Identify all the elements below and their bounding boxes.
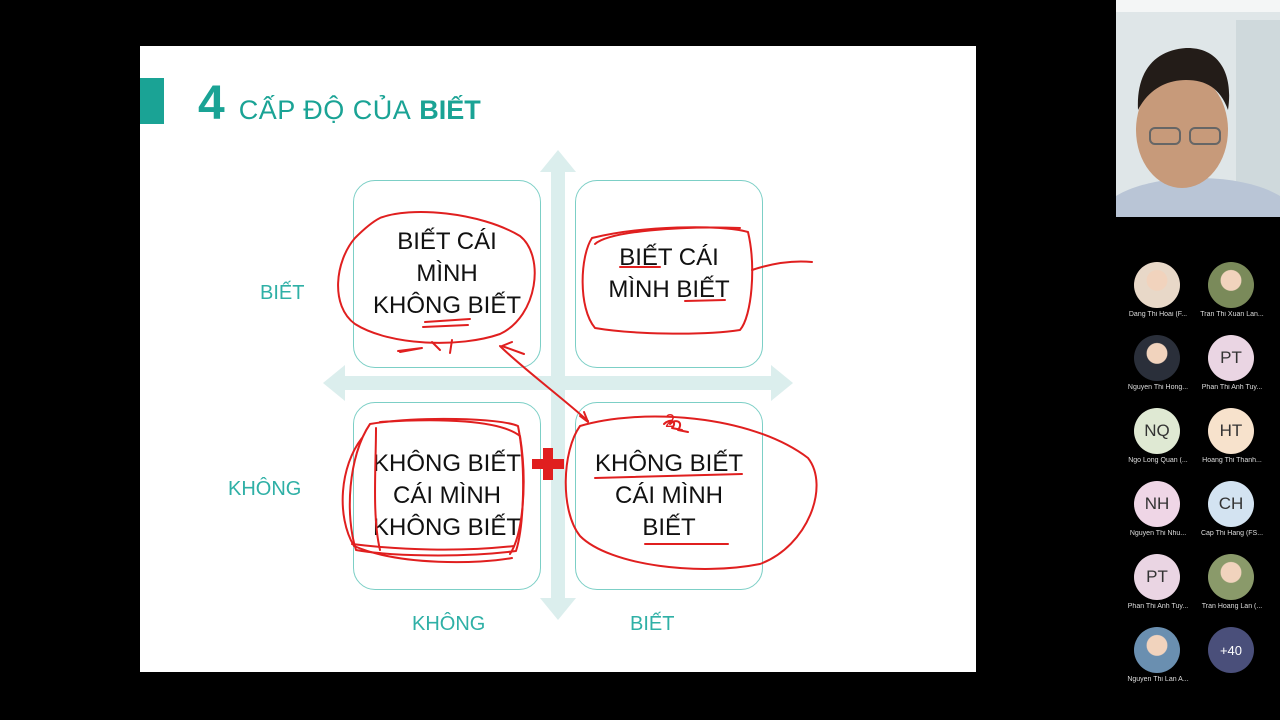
participant-name: Phan Thi Anh Tuy... [1201,384,1263,391]
participant-photo [1134,262,1180,308]
axis-arrows [323,150,793,620]
participant-tile[interactable]: Dang Thi Hoai (F... [1120,256,1196,326]
quad-line: KHÔNG BIẾT [372,514,522,541]
quadrant-bottom-left: KHÔNG BIẾT CÁI MÌNH KHÔNG BIẾT [353,402,541,590]
title-text: CẤP ĐỘ CỦA [238,95,412,125]
pen-annotations [337,211,818,570]
quadrant-top-left-text: BIẾT CÁI MÌNH KHÔNG BIẾT [373,226,521,322]
participant-avatar: NH [1134,481,1180,527]
participant-tile[interactable]: Nguyen Thi Hong... [1120,329,1196,399]
participant-avatar: PT [1208,335,1254,381]
participant-name: Nguyen Thi Nhu... [1129,530,1187,537]
participant-name: Hoang Thi Thanh... [1202,457,1262,464]
participant-name: Dang Thi Hoai (F... [1128,311,1188,318]
axis-label-left-bottom: KHÔNG [228,478,302,500]
title-bold-word: BIẾT [419,95,481,125]
participant-tile[interactable]: CH Cap Thi Hang (FS... [1194,475,1270,545]
presenter-person-icon [1116,0,1280,217]
participant-avatar: +40 [1208,627,1254,673]
participant-name: Nguyen Thi Hong... [1127,384,1189,391]
quad-line: BIẾT [642,514,696,541]
participant-name: Ngo Long Quan (... [1128,457,1188,464]
participant-photo [1208,262,1254,308]
participant-name: Nguyen Thi Lan A... [1127,676,1189,683]
participant-tile[interactable]: Tran Hoang Lan (... [1194,548,1270,618]
quad-line: KHÔNG BIẾT [372,292,522,319]
participant-tile[interactable]: PT Phan Thi Anh Tuy... [1120,548,1196,618]
presentation-slide: 4 CẤP ĐỘ CỦA BIẾT BIẾT KHÔNG KHÔNG BIẾT … [140,46,976,672]
participant-tile[interactable]: HT Hoang Thi Thanh... [1194,402,1270,472]
participant-name: Tran Thi Xuan Lan... [1200,311,1264,318]
axis-label-bottom-right: BIẾT [630,613,675,635]
participant-photo [1208,554,1254,600]
participant-name: Tran Hoang Lan (... [1201,603,1263,610]
participant-tile[interactable]: Tran Thi Xuan Lan... [1194,256,1270,326]
annotation-number: 2 [665,411,676,431]
axis-label-left-top: BIẾT [260,282,305,304]
slide-title: 4 CẤP ĐỘ CỦA BIẾT [198,76,481,130]
participant-avatar: CH [1208,481,1254,527]
quad-line: BIẾT CÁI [619,244,719,271]
quad-line: BIẾT CÁI [397,228,497,255]
quad-line: CÁI MÌNH [615,482,723,509]
participant-tile[interactable]: +40 [1194,621,1270,691]
participant-tile[interactable]: PT Phan Thi Anh Tuy... [1194,329,1270,399]
participant-tile[interactable]: Nguyen Thi Lan A... [1120,621,1196,691]
quadrant-top-right: BIẾT CÁI MÌNH BIẾT [575,180,763,368]
participant-name: Phan Thi Anh Tuy... [1127,603,1189,610]
participant-name: Cap Thi Hang (FS... [1200,530,1264,537]
participant-tile[interactable]: NQ Ngo Long Quan (... [1120,402,1196,472]
quad-line: MÌNH BIẾT [608,276,730,303]
participant-photo [1134,335,1180,381]
participant-photo [1134,627,1180,673]
participant-tile[interactable]: NH Nguyen Thi Nhu... [1120,475,1196,545]
red-cross-icon [532,448,564,480]
participant-avatar: HT [1208,408,1254,454]
quadrant-bottom-right-text: KHÔNG BIẾT CÁI MÌNH BIẾT [595,448,743,544]
quadrant-bottom-left-text: KHÔNG BIẾT CÁI MÌNH KHÔNG BIẾT [373,448,521,544]
quad-line: KHÔNG BIẾT [594,450,744,477]
title-number: 4 [198,77,225,130]
presenter-video-tile[interactable] [1116,0,1280,217]
axis-label-bottom-left: KHÔNG [412,613,486,635]
quadrant-top-left: BIẾT CÁI MÌNH KHÔNG BIẾT [353,180,541,368]
title-accent-bar [140,78,164,124]
participant-avatar: PT [1134,554,1180,600]
quad-line: MÌNH [416,260,478,287]
quad-line: KHÔNG BIẾT [372,450,522,477]
participant-avatar: NQ [1134,408,1180,454]
quad-line: CÁI MÌNH [393,482,501,509]
quadrant-top-right-text: BIẾT CÁI MÌNH BIẾT [608,242,729,306]
